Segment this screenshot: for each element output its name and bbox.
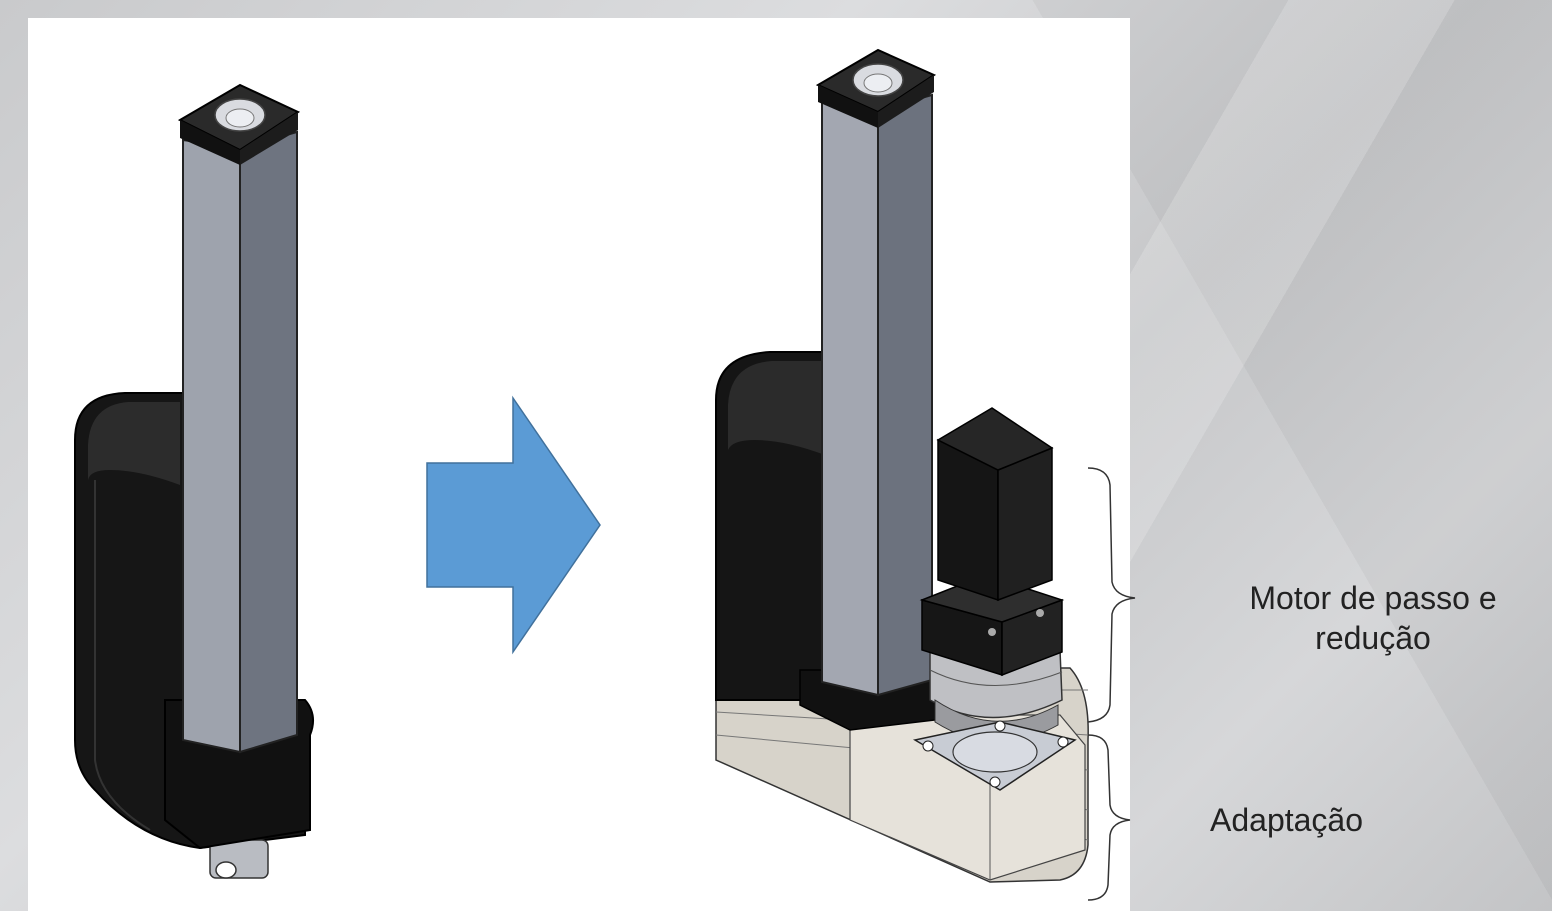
adaptation-label: Adaptação <box>1210 802 1364 838</box>
motor-label-line-2: redução <box>1315 620 1431 656</box>
motor-label-line-1: Motor de passo e <box>1249 580 1497 616</box>
right-curly-brace-icon <box>1087 467 1136 723</box>
right-curly-brace-icon <box>1087 734 1131 901</box>
motor-and-reduction-label: Motor de passo e redução <box>1198 578 1548 658</box>
right-arrow-icon <box>426 395 601 655</box>
original-linear-actuator <box>74 83 315 879</box>
modified-linear-actuator <box>715 48 1089 883</box>
